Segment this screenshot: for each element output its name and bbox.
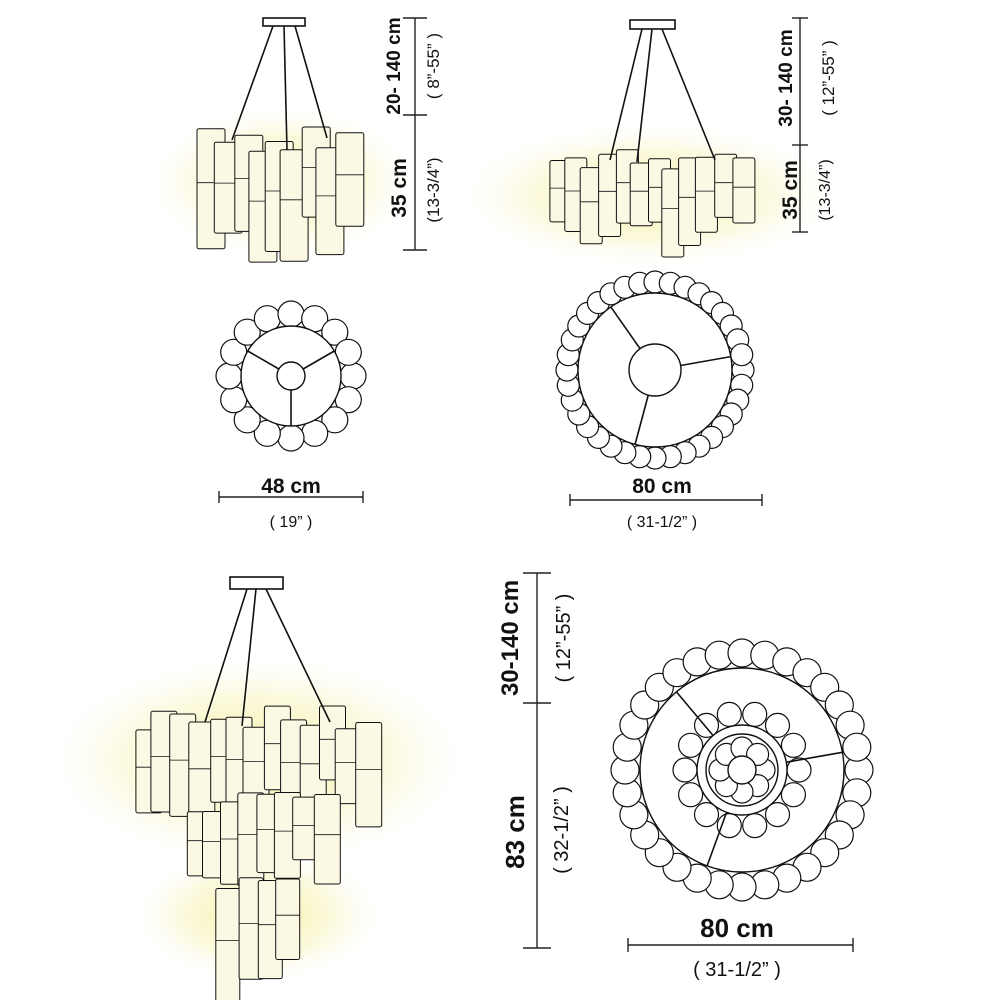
large-diameter-in: ( 31-1/2” ) <box>693 959 781 981</box>
support-arm <box>247 350 280 370</box>
medium-drop-cm: 30- 140 cm <box>776 29 797 126</box>
canopies <box>204 17 716 727</box>
lamp-tube-top <box>842 732 872 762</box>
lamp-tube <box>313 794 341 885</box>
lamp-tube-top <box>764 712 791 739</box>
lamp-tube-top <box>672 757 698 783</box>
lamp-tube-top <box>716 812 742 839</box>
tube-cluster-medium <box>549 149 756 258</box>
lamp-tube-top <box>277 424 305 452</box>
support-arm <box>634 394 650 445</box>
plan-view-medium <box>555 270 755 470</box>
lamp-tubes <box>135 126 756 1000</box>
tube-cluster-large-bottom <box>215 877 301 1000</box>
lamp-tube <box>275 878 301 960</box>
tube-cluster-small <box>196 126 365 263</box>
lamp-tube-top <box>780 782 807 808</box>
support-arm <box>610 306 641 350</box>
small-drop-cm: 20- 140 cm <box>384 17 405 114</box>
lamp-tube-top <box>780 732 807 758</box>
lamp-tube-top <box>321 406 349 434</box>
lamp-tube <box>335 132 365 227</box>
large-height-in: ( 32-1/2” ) <box>551 786 573 874</box>
lamp-tube-top <box>233 318 261 346</box>
large-drop-cm: 30-140 cm <box>497 580 524 696</box>
lamp-tube-top <box>233 406 261 434</box>
lamp-tube-top <box>321 318 349 346</box>
top-view-plans <box>215 270 874 902</box>
small-height-cm: 35 cm <box>388 158 411 218</box>
center-hub <box>727 755 757 785</box>
support-arm <box>680 355 731 367</box>
support-arm <box>786 751 843 763</box>
lamp-tube-top <box>339 362 367 390</box>
tube-cluster-large-middle <box>186 792 341 887</box>
support-arm <box>675 691 714 737</box>
ceiling-canopy-small <box>262 17 306 27</box>
lamp-tube-top <box>742 701 768 728</box>
lamp-tube <box>215 888 241 1000</box>
lamp-tube <box>732 157 756 224</box>
small-diameter-in: ( 19” ) <box>270 514 313 531</box>
plan-view-large <box>610 638 874 902</box>
lamp-tube-top <box>693 801 720 828</box>
small-diameter-cm: 48 cm <box>261 475 321 498</box>
medium-diameter-cm: 80 cm <box>632 475 692 498</box>
medium-height-cm: 35 cm <box>779 160 802 220</box>
plan-view-small <box>215 300 367 452</box>
medium-drop-in: ( 12”-55” ) <box>819 40 838 116</box>
medium-diameter-in: ( 31-1/2” ) <box>627 514 697 531</box>
small-drop-in: ( 8”-55” ) <box>424 33 443 99</box>
lamp-tube-top <box>730 343 754 367</box>
lamp-tube <box>694 156 718 233</box>
lamp-tube-top <box>742 812 768 839</box>
medium-height-in: (13-3/4”) <box>817 159 834 220</box>
center-hub <box>628 343 682 397</box>
support-arm <box>302 350 335 370</box>
large-diameter-cm: 80 cm <box>700 913 774 943</box>
large-height-cm: 83 cm <box>500 795 530 869</box>
lamp-tube-top <box>764 801 791 828</box>
lamp-tube-top <box>677 782 704 808</box>
large-drop-in: ( 12”-55” ) <box>553 594 575 683</box>
lamp-tube-top <box>277 300 305 328</box>
ceiling-canopy-large <box>229 576 284 590</box>
center-hub <box>276 361 306 391</box>
small-height-in: (13-3/4”) <box>424 157 443 222</box>
ceiling-canopy-medium <box>629 19 676 30</box>
tube-cluster-large-top <box>135 705 383 828</box>
lamp-tube-top <box>215 362 243 390</box>
support-arm <box>706 812 728 867</box>
dimension-lines <box>218 17 854 952</box>
lamp-tube-top <box>677 732 704 758</box>
lamp-tube <box>355 722 383 828</box>
lamp-tube-top <box>716 701 742 728</box>
